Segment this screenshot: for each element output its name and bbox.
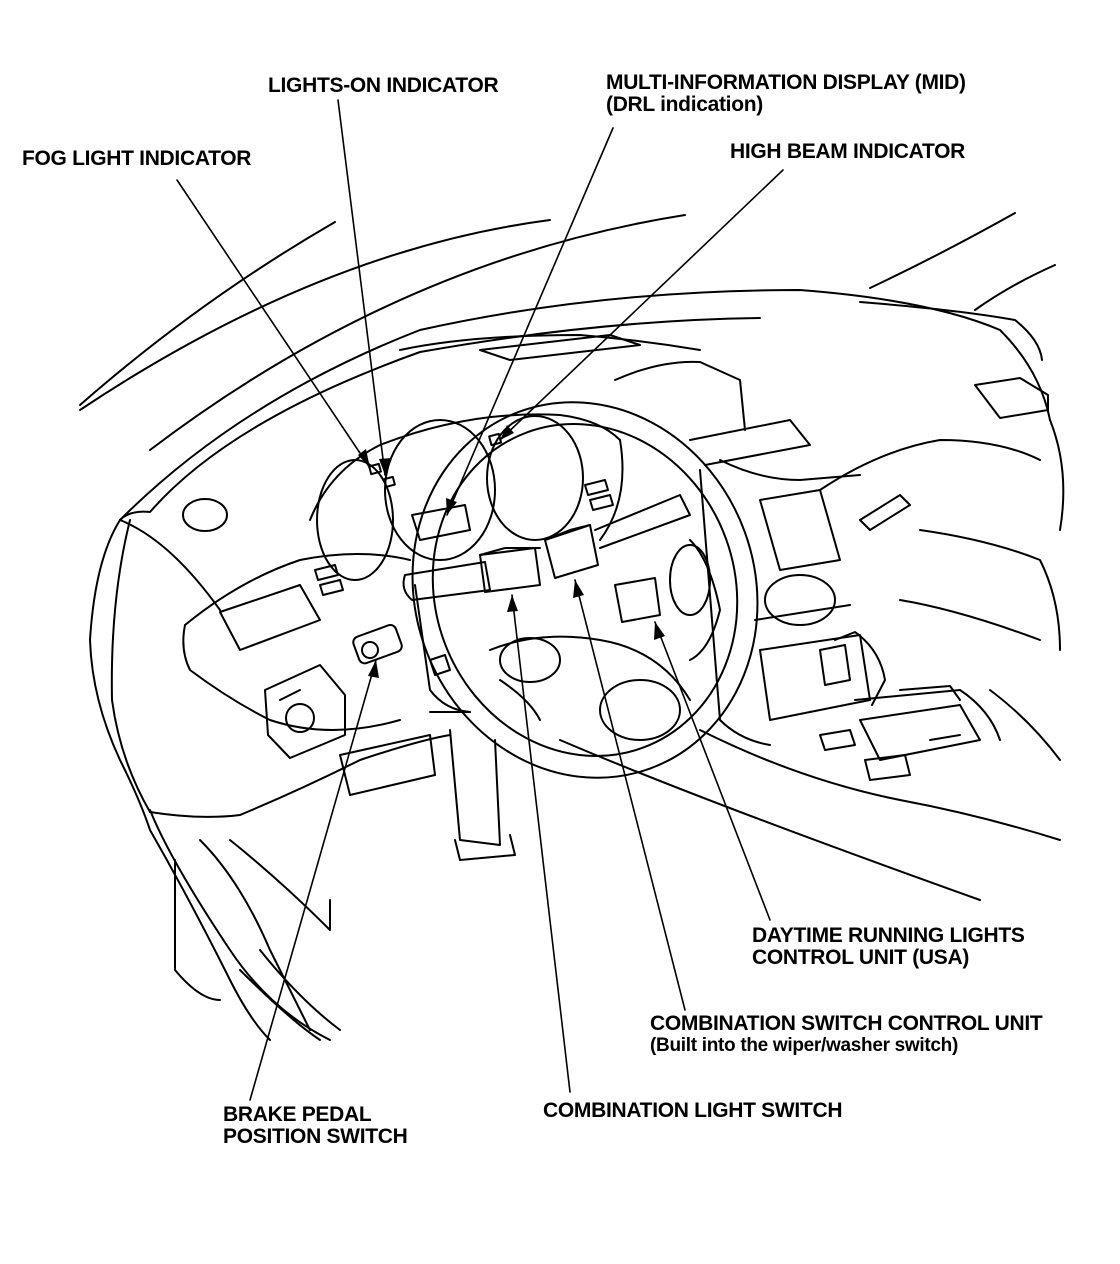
leader-combination-control (574, 579, 686, 1011)
arrowhead-drl-control (654, 622, 665, 640)
leader-drl-control (654, 621, 771, 921)
label-lights-on-indicator: LIGHTS-ON INDICATOR (268, 74, 499, 97)
leader-combination-light (511, 594, 571, 1093)
arrowhead-combination-light (507, 595, 518, 612)
leader-mid (446, 127, 614, 516)
label-mid: MULTI-INFORMATION DISPLAY (MID) (DRL ind… (606, 72, 966, 116)
lower-left-panel (182, 553, 451, 931)
arrowhead-combination-control (573, 580, 584, 598)
steering-wheel (411, 401, 759, 779)
label-combination-switch-control-unit: COMBINATION SWITCH CONTROL UNIT (Built i… (650, 1012, 1043, 1057)
arrowheads (358, 425, 665, 678)
label-fog-light-indicator: FOG LIGHT INDICATOR (22, 147, 252, 170)
arrowhead-fog (358, 449, 370, 468)
arrowhead-high-beam (500, 425, 514, 440)
label-brake-line1: BRAKE PEDAL (223, 1103, 372, 1126)
arrowhead-lights-on (379, 458, 391, 475)
label-drl-line1: DAYTIME RUNNING LIGHTS (752, 924, 1025, 947)
label-combination-light-switch: COMBINATION LIGHT SWITCH (543, 1099, 843, 1122)
combination-switch-stalks (402, 494, 691, 623)
center-stack (614, 360, 1001, 781)
label-drl-control-unit: DAYTIME RUNNING LIGHTS CONTROL UNIT (USA… (752, 925, 1025, 969)
leader-lights-on (337, 99, 386, 476)
leader-lines (176, 99, 784, 1101)
label-brake-pedal-position-switch: BRAKE PEDAL POSITION SWITCH (223, 1104, 408, 1148)
dash-left-side (89, 498, 331, 1041)
label-mid-line2: (DRL indication) (606, 93, 763, 116)
label-mid-line1: MULTI-INFORMATION DISPLAY (MID) (606, 71, 966, 94)
windshield-lines (79, 212, 1056, 451)
label-drl-line2: CONTROL UNIT (USA) (752, 946, 970, 969)
label-brake-line2: POSITION SWITCH (223, 1125, 408, 1148)
floor-pedals (239, 729, 516, 1041)
label-high-beam-indicator: HIGH BEAM INDICATOR (730, 140, 966, 163)
arrowhead-mid (446, 498, 457, 515)
dashboard-top (119, 289, 1065, 531)
leader-fog (176, 179, 371, 469)
label-combo-ctrl-line2: (Built into the wiper/washer switch) (650, 1035, 959, 1056)
label-combo-ctrl-line1: COMBINATION SWITCH CONTROL UNIT (650, 1012, 1043, 1035)
instrument-cluster (309, 413, 624, 596)
leader-high-beam (499, 169, 784, 441)
dash-right-side (559, 439, 1061, 901)
leader-brake-pedal (249, 659, 377, 1101)
arrowhead-brake-pedal (368, 660, 379, 678)
